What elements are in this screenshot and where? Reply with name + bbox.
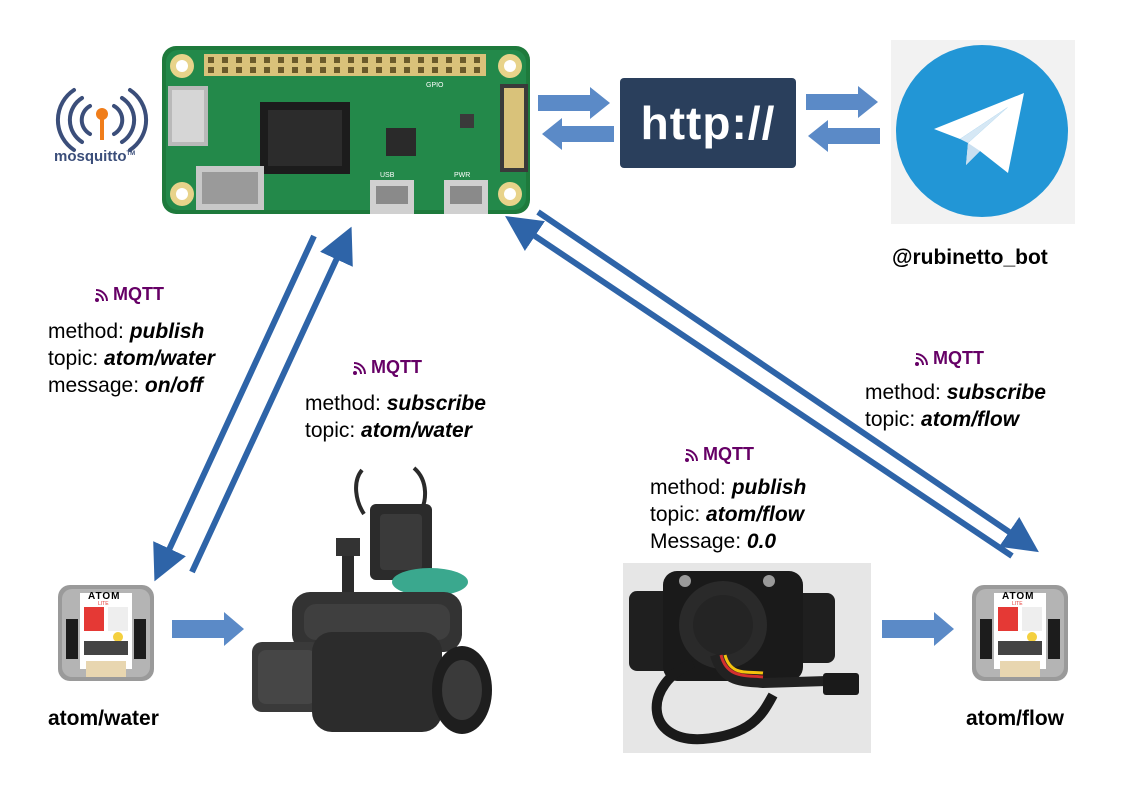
mqtt-arrows bbox=[153, 209, 1039, 582]
mqtt-logo-flow-subscribe: MQTT bbox=[914, 348, 984, 369]
mqtt-icon bbox=[915, 352, 928, 366]
solenoid-valve-photo bbox=[252, 462, 494, 744]
telegram-logo bbox=[896, 45, 1068, 217]
atom-brand: ATOM bbox=[88, 591, 121, 602]
arrow-pi-to-http bbox=[538, 87, 610, 119]
pwr-label: PWR bbox=[454, 172, 471, 179]
mqtt-label: MQTT bbox=[371, 357, 422, 377]
arrow-atom-water-to-valve bbox=[172, 612, 244, 646]
http-box: http:// bbox=[620, 78, 796, 168]
mosquitto-label: mosquitto bbox=[54, 148, 127, 165]
water-subscribe-topic: topic: atom/water bbox=[305, 419, 472, 442]
mqtt-logo-flow-publish: MQTT bbox=[684, 444, 754, 465]
flow-subscribe-topic: topic: atom/flow bbox=[865, 408, 1020, 431]
atom-brand: ATOM bbox=[1002, 591, 1035, 602]
mqtt-icon bbox=[353, 361, 366, 375]
mqtt-logo-water-subscribe: MQTT bbox=[352, 357, 422, 378]
arrow-atom-water-to-pi bbox=[189, 226, 353, 574]
raspberry-pi-board: GPIO USB PWR bbox=[160, 44, 532, 216]
arrow-atom-flow-to-pi bbox=[505, 215, 1014, 559]
arrow-sensor-to-atom-flow bbox=[882, 612, 954, 646]
flow-subscribe-method: method: subscribe bbox=[865, 381, 1046, 404]
arrow-http-to-pi bbox=[542, 118, 614, 150]
atom-water-label: atom/water bbox=[48, 707, 159, 730]
water-publish-message: message: on/off bbox=[48, 374, 203, 397]
mosquitto-logo: mosquittoTM bbox=[52, 84, 152, 174]
trademark: TM bbox=[126, 151, 136, 157]
water-subscribe-method: method: subscribe bbox=[305, 392, 486, 415]
flow-publish-topic: topic: atom/flow bbox=[650, 503, 805, 526]
flow-publish-message: Message: 0.0 bbox=[650, 530, 777, 553]
water-publish-method: method: publish bbox=[48, 320, 205, 343]
arrow-http-to-telegram bbox=[806, 86, 878, 118]
atom-water-device: ATOM LITE bbox=[58, 585, 154, 681]
atom-flow-device: ATOM LITE bbox=[972, 585, 1068, 681]
arrow-pi-to-atom-flow bbox=[536, 209, 1039, 553]
water-publish-topic: topic: atom/water bbox=[48, 347, 215, 370]
mqtt-icon bbox=[95, 288, 108, 302]
gpio-label: GPIO bbox=[426, 82, 444, 89]
mqtt-icon bbox=[685, 448, 698, 462]
mqtt-logo-water-publish: MQTT bbox=[94, 284, 164, 305]
device-arrows bbox=[172, 612, 954, 646]
paper-plane-icon bbox=[934, 93, 1024, 173]
broadcast-icon bbox=[55, 88, 149, 152]
mqtt-label: MQTT bbox=[113, 284, 164, 304]
mqtt-label: MQTT bbox=[703, 444, 754, 464]
arrow-telegram-to-http bbox=[808, 120, 880, 152]
arrow-pi-to-atom-water bbox=[153, 234, 317, 582]
http-arrows bbox=[538, 86, 880, 152]
atom-sub: LITE bbox=[98, 601, 109, 607]
mqtt-label: MQTT bbox=[933, 348, 984, 368]
atom-flow-label: atom/flow bbox=[966, 707, 1064, 730]
telegram-bot-name: @rubinetto_bot bbox=[892, 246, 1048, 269]
flow-sensor-photo bbox=[623, 563, 871, 753]
usb-label: USB bbox=[380, 172, 395, 179]
atom-sub: LITE bbox=[1012, 601, 1023, 607]
flow-publish-method: method: publish bbox=[650, 476, 807, 499]
